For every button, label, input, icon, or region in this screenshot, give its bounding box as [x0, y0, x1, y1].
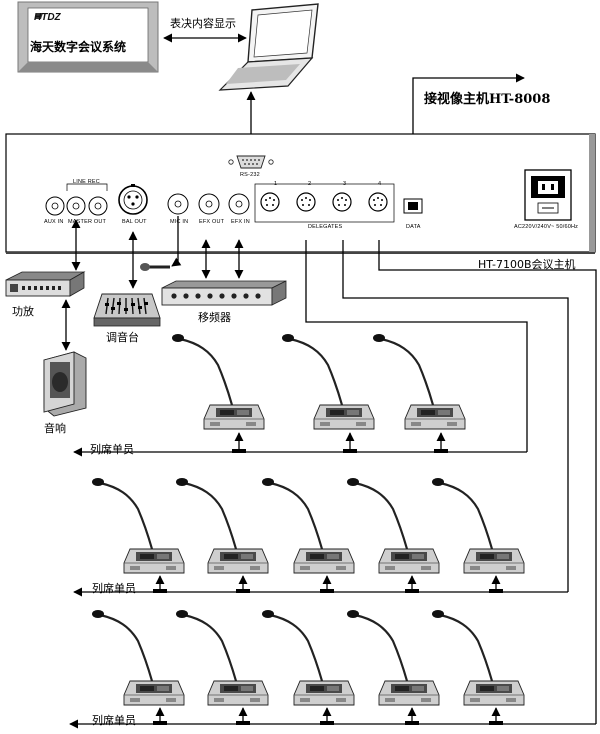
delegate-port-number-4: 4	[378, 181, 382, 187]
label-delegate-row-1: 列席单员	[90, 443, 134, 456]
laptop	[218, 3, 319, 91]
label-delegate-row-2: 列席单员	[92, 582, 136, 595]
frequency-shifter	[161, 280, 287, 306]
rec-out-jack	[88, 196, 108, 216]
delegate-port-number-3: 3	[343, 181, 347, 187]
delegate-row-1	[170, 332, 467, 453]
port-label-line-rec: LINE REC	[73, 179, 100, 185]
efx-out-jack	[198, 193, 220, 215]
mixer	[93, 293, 161, 327]
mic-in-jack	[167, 193, 189, 215]
label-vote-display: 表决内容显示	[170, 17, 236, 30]
label-mixer: 调音台	[106, 331, 139, 344]
port-label-bal-out: BAL OUT	[122, 219, 147, 225]
aux-in-jack	[45, 196, 65, 216]
delegate-row-3	[90, 608, 526, 725]
port-label-mic-in: MIC IN	[170, 219, 189, 225]
label-video-host: 接视像主机HT-8008	[424, 92, 551, 107]
port-label-data: DATA	[406, 224, 421, 230]
line-out-jack	[66, 196, 86, 216]
delegates-port-group	[254, 183, 395, 223]
data-port	[403, 198, 423, 214]
label-speaker: 音响	[44, 422, 66, 435]
delegate-port-number-2: 2	[308, 181, 312, 187]
speaker	[43, 351, 87, 417]
port-label-master-out: MASTER OUT	[68, 219, 107, 225]
label-main-unit: HT-7100B会议主机	[478, 258, 576, 271]
efx-in-jack	[228, 193, 250, 215]
delegate-port-number-1: 1	[274, 181, 278, 187]
port-label-efx-in: EFX IN	[231, 219, 250, 225]
power-socket	[524, 169, 572, 221]
port-label-delegates: DELEGATES	[308, 224, 343, 230]
amplifier	[5, 271, 86, 297]
monitor-brand-logo: HTDZ	[34, 12, 61, 23]
rs232-port	[228, 155, 274, 169]
monitor-system-name: 海天数字会议系统	[30, 40, 127, 54]
label-amplifier: 功放	[12, 305, 34, 318]
port-label-rs232: RS-232	[240, 172, 260, 178]
port-label-efx-out: EFX OUT	[199, 219, 225, 225]
port-label-aux-in: AUX IN	[44, 219, 64, 225]
bal-out-xlr	[118, 184, 148, 215]
monitor	[17, 1, 159, 73]
handheld-microphone	[140, 263, 170, 271]
delegate-row-2	[90, 476, 526, 593]
port-label-power: AC220V/240V~ 50/60Hz	[514, 224, 579, 230]
label-delegate-row-3: 列席单员	[92, 714, 136, 727]
label-frequency-shifter: 移频器	[198, 311, 231, 324]
